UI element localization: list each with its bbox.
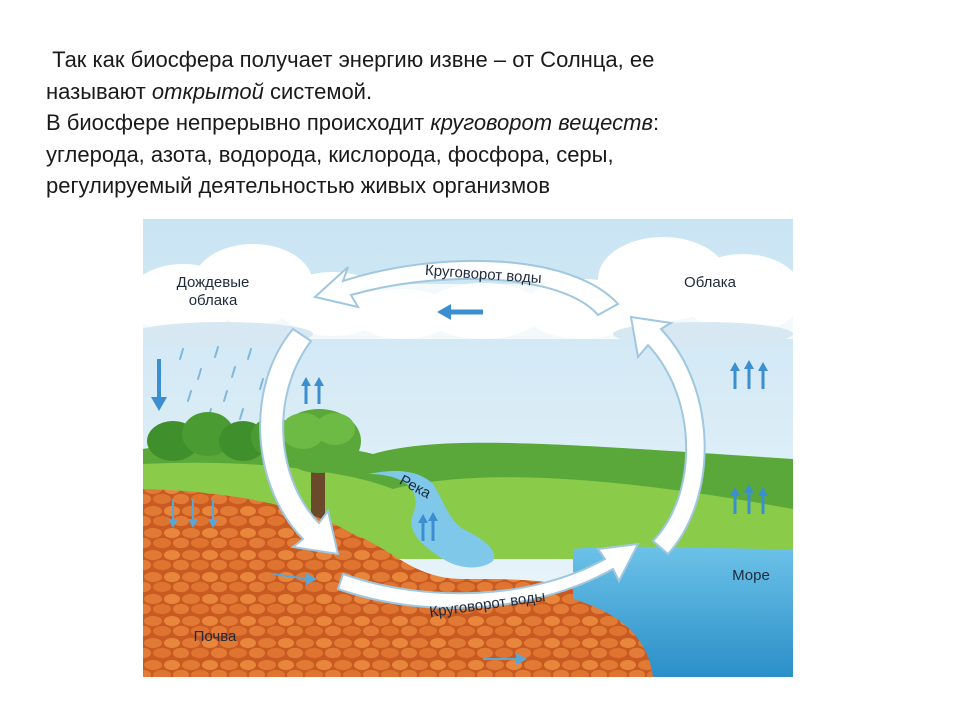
text-line-2-post: системой. xyxy=(264,79,372,104)
text-line-2-pre: называют xyxy=(46,79,152,104)
text-line-3: В биосфере непрерывно происходит кругово… xyxy=(46,107,926,139)
text-line-5: регулируемый деятельностью живых организ… xyxy=(46,170,926,202)
text-line-1-content: Так как биосфера получает энергию извне … xyxy=(52,47,654,72)
label-rain-clouds-line2: облака xyxy=(189,292,238,309)
text-line-3-pre: В биосфере непрерывно происходит xyxy=(46,110,430,135)
text-line-2-emphasis: открытой xyxy=(152,79,264,104)
text-line-3-emphasis: круговорот веществ xyxy=(430,110,653,135)
label-soil: Почва xyxy=(194,628,237,645)
text-line-3-post: : xyxy=(653,110,659,135)
slide-text: Так как биосфера получает энергию извне … xyxy=(46,44,926,202)
water-cycle-diagram: Дождевые облака Облака Круговорот воды К… xyxy=(143,219,793,677)
water-cycle-illustration: Дождевые облака Облака Круговорот воды К… xyxy=(143,219,793,677)
label-rain-clouds-line1: Дождевые xyxy=(177,274,250,291)
text-line-1: Так как биосфера получает энергию извне … xyxy=(46,44,926,76)
label-sea: Море xyxy=(732,567,770,584)
text-line-5-content: регулируемый деятельностью живых организ… xyxy=(46,173,550,198)
label-clouds: Облака xyxy=(684,274,737,291)
text-line-2: называют открытой системой. xyxy=(46,76,926,108)
text-line-4: углерода, азота, водорода, кислорода, фо… xyxy=(46,139,926,171)
text-line-4-content: углерода, азота, водорода, кислорода, фо… xyxy=(46,142,614,167)
